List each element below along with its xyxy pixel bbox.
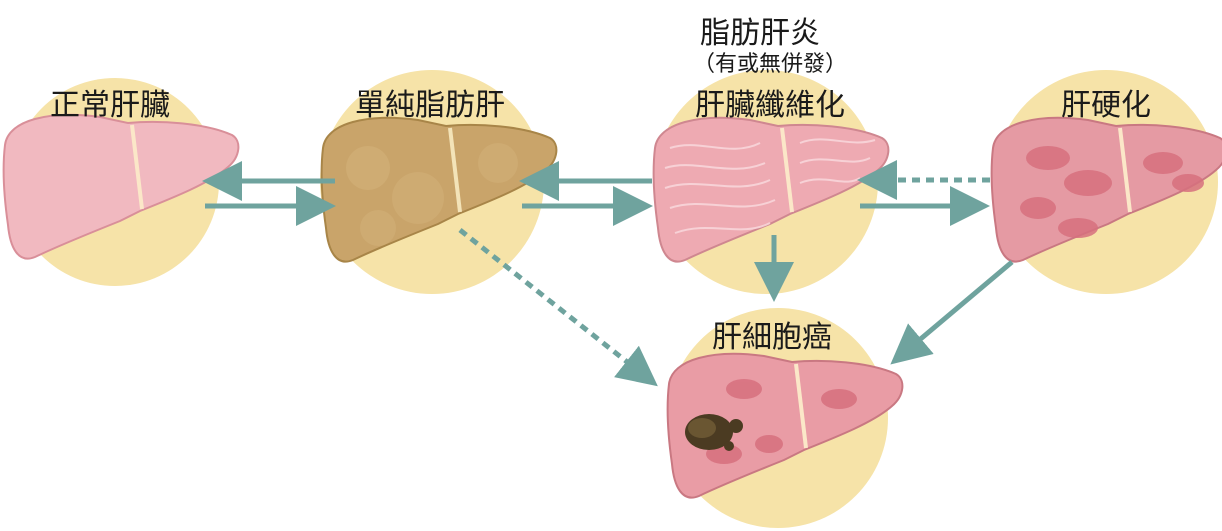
label-nash-sub: （有或無併發） [692,52,848,77]
liver-nash [652,116,890,263]
liver-hcc [666,352,904,499]
arrows [202,160,1014,387]
label-nash-top: 脂肪肝炎 [700,16,820,51]
label-normal-liver: 正常肝臟 [50,88,170,123]
tumor-mass [685,414,743,451]
arrow-cirrhosis-to-hcc [890,260,1014,365]
liver-steatosis [320,116,558,263]
label-cirrhosis: 肝硬化 [1061,88,1151,123]
arrow-steatosis-to-hcc [458,228,658,387]
liver-normal [2,113,240,260]
label-simple-steatosis: 單純脂肪肝 [355,88,505,123]
label-liver-fibrosis: 肝臟纖維化 [695,88,845,123]
label-hcc: 肝細胞癌 [712,320,832,355]
liver-cirrhosis [990,116,1222,263]
